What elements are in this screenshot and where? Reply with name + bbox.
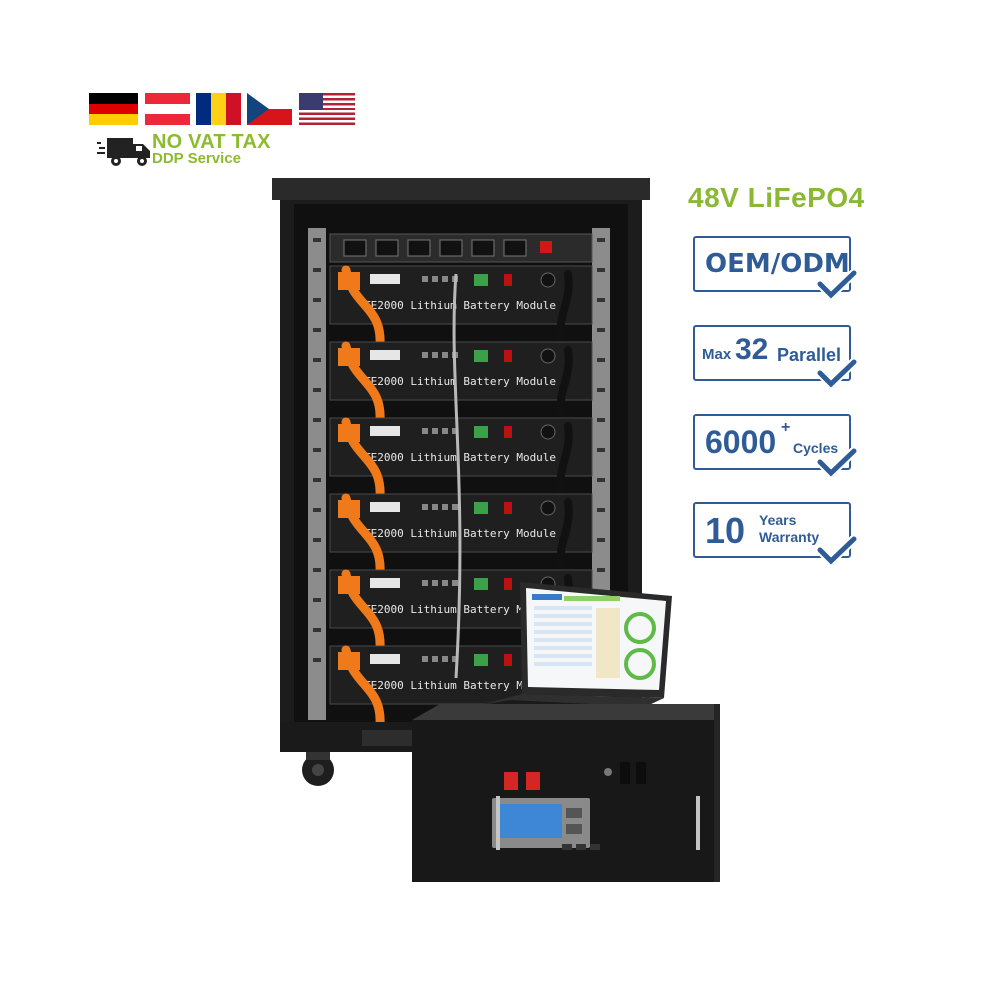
romania-flag: [196, 93, 241, 125]
parallel-badge: Max 32 Parallel: [693, 325, 857, 389]
product-headline: 48V LiFePO4: [688, 182, 865, 213]
power-cable: [341, 493, 385, 577]
power-cable: [556, 270, 573, 348]
austria-flag: [145, 93, 190, 125]
badge-text: Cycles: [793, 440, 839, 456]
battery-module: TE2000 Lithium Battery Module: [329, 417, 593, 501]
battery-module: TE2000 Lithium Battery Module: [329, 493, 593, 577]
badge-number: 10: [705, 510, 746, 551]
battery-module: TE2000 Lithium Battery Module: [329, 265, 593, 349]
checkmark-icon: [817, 536, 857, 566]
module-label: TE2000 Lithium Battery Module: [364, 679, 556, 692]
module-label: TE2000 Lithium Battery Module: [364, 299, 556, 312]
badge-text: Max: [702, 346, 732, 363]
module-label: TE2000 Lithium Battery Module: [364, 451, 556, 464]
power-cable: [341, 265, 385, 349]
badge-superscript: +: [781, 419, 791, 436]
usa-flag: [299, 93, 355, 125]
badge-text: Warranty: [759, 529, 820, 545]
communication-cable: [452, 273, 462, 679]
checkmark-icon: [817, 359, 857, 389]
battery-box: [412, 704, 720, 882]
checkmark-icon: [817, 270, 857, 300]
power-cable: [556, 346, 573, 424]
badge-text: Years: [759, 512, 797, 528]
power-cable: [341, 417, 385, 501]
badge-number: 6000: [705, 424, 777, 460]
cycles-badge: 6000 + Cycles: [693, 414, 857, 478]
delivery-truck-icon: [97, 138, 150, 166]
shipping-line-1: NO VAT TAX: [152, 131, 271, 153]
power-cable: [556, 422, 573, 500]
power-cable: [341, 645, 385, 729]
badge-text: OEM/ODM: [705, 249, 850, 279]
power-cable: [341, 569, 385, 653]
power-cable: [556, 498, 573, 576]
warranty-badge: 10 Years Warranty: [693, 502, 857, 566]
power-cable: [341, 341, 385, 425]
badge-text: Parallel: [777, 345, 842, 365]
oem-odm-badge: OEM/ODM: [693, 236, 857, 300]
germany-flag: [89, 93, 138, 125]
shipping-line-2: DDP Service: [152, 150, 241, 167]
checkmark-icon: [817, 448, 857, 478]
czech-flag: [247, 93, 292, 125]
badge-number: 32: [735, 333, 769, 366]
module-label: TE2000 Lithium Battery Module: [364, 375, 556, 388]
